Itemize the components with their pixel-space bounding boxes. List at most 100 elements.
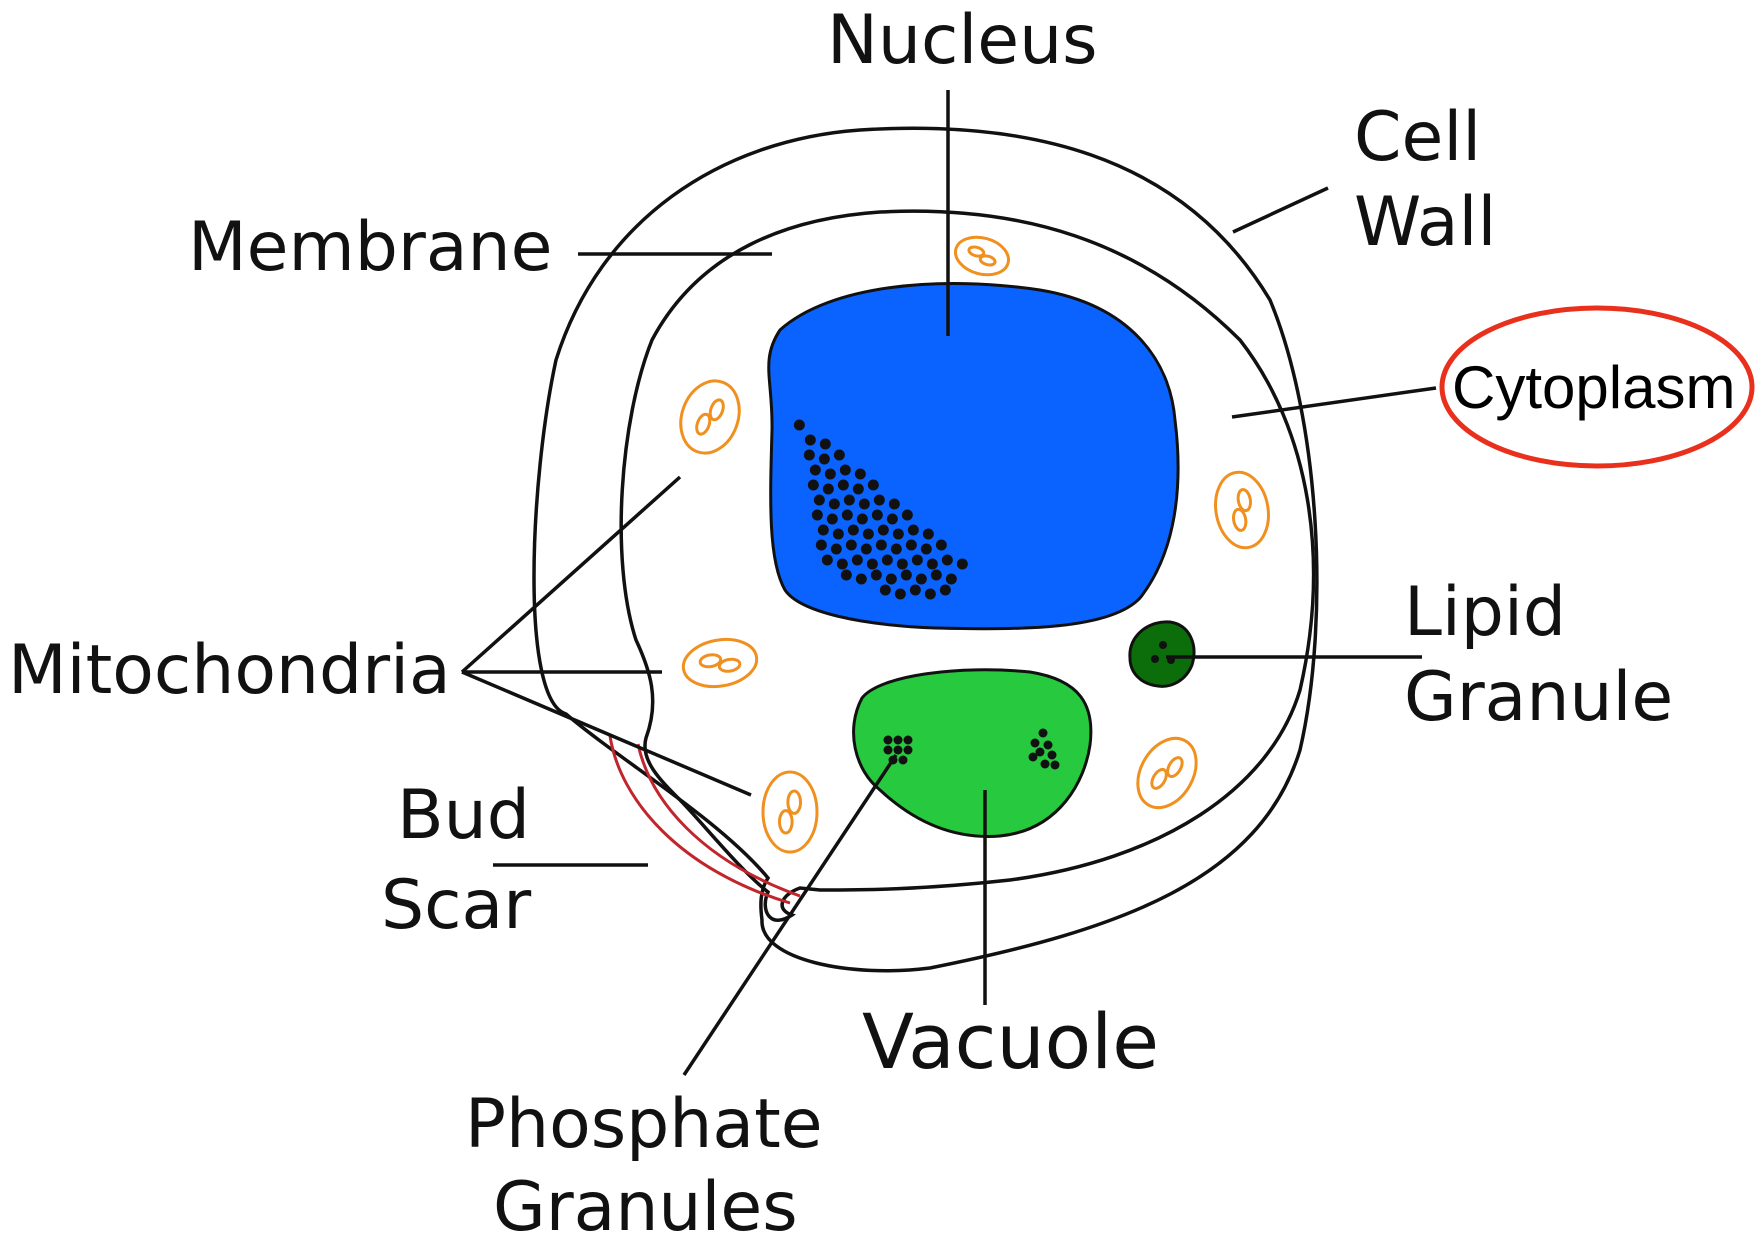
chromatin-dot: [836, 558, 848, 570]
chromatin-dot: [833, 449, 845, 461]
lipid-granule-label-line2: Granule: [1404, 658, 1673, 737]
chromatin-dot: [867, 479, 879, 491]
chromatin-dot: [890, 543, 902, 555]
lipid-granule-label-line1: Lipid: [1404, 573, 1566, 652]
mitochondria-group: [679, 235, 1270, 854]
cell-wall-label-line2: Wall: [1354, 183, 1496, 262]
chromatin-dot: [839, 464, 851, 476]
phosphate-granule-dot: [898, 755, 908, 765]
chromatin-dot: [824, 468, 836, 480]
phosphate-granules: [883, 728, 1060, 770]
chromatin-dot: [915, 573, 927, 585]
mitochondria-label: Mitochondria: [8, 631, 451, 710]
chromatin-dot: [875, 539, 887, 551]
phosphate-granule-dot: [1038, 728, 1048, 738]
bud-scar-label-line2: Scar: [381, 866, 531, 945]
chromatin-dot: [956, 558, 968, 570]
chromatin-dot: [809, 464, 821, 476]
mitochondrion: [679, 379, 741, 455]
chromatin-dot: [817, 524, 829, 536]
chromatin-dot: [837, 479, 849, 491]
chromatin-dot: [851, 554, 863, 566]
chromatin-dot: [922, 528, 934, 540]
chromatin-dot: [907, 524, 919, 536]
chromatin-dot: [888, 498, 900, 510]
lipid-granule: [1128, 620, 1196, 688]
chromatin-dot: [840, 569, 852, 581]
chromatin-dot: [909, 584, 921, 596]
phosphate-granule-dot: [1050, 760, 1060, 770]
nucleus-label: Nucleus: [827, 1, 1098, 80]
chromatin-dot: [926, 558, 938, 570]
chromatin-dot: [819, 438, 831, 450]
mitochondrion: [954, 235, 1010, 277]
chromatin-dot: [811, 509, 823, 521]
chromatin-dot: [935, 539, 947, 551]
chromatin-dot: [832, 528, 844, 540]
phosphate-granule-dot: [903, 745, 913, 755]
cell-wall: [532, 126, 1319, 973]
chromatin-dot: [862, 528, 874, 540]
cytoplasm-highlight-ellipse: [1439, 305, 1755, 469]
chromatin-dot: [886, 513, 898, 525]
chromatin-dot: [841, 509, 853, 521]
chromatin-dot: [901, 509, 913, 521]
nucleus: [767, 282, 1180, 631]
phosphate-granule-dot: [883, 745, 893, 755]
mitochondrion: [681, 637, 759, 689]
chromatin-dot: [941, 554, 953, 566]
chromatin-dot: [847, 524, 859, 536]
chromatin-dot: [803, 449, 815, 461]
mitochondrion: [1214, 470, 1270, 550]
chromatin-dot: [807, 479, 819, 491]
chromatin-dot: [896, 558, 908, 570]
chromatin-dot: [821, 554, 833, 566]
chromatin-dot: [793, 419, 805, 431]
chromatin-dot: [892, 528, 904, 540]
phosphate-granule-dot: [883, 735, 893, 745]
chromatin-dot: [900, 569, 912, 581]
membrane-label: Membrane: [188, 208, 552, 287]
phosphate-granule-dot: [1043, 740, 1053, 750]
phosphate-granule-dot: [1028, 752, 1038, 762]
chromatin-dot: [852, 483, 864, 495]
chromatin-dot: [830, 543, 842, 555]
vacuole: [852, 668, 1093, 838]
chromatin-dot: [822, 483, 834, 495]
phosphate-granule-dot: [903, 735, 913, 745]
chromatin-dot: [855, 573, 867, 585]
chromatin-dot: [858, 498, 870, 510]
phosphate-granule-dot: [1047, 750, 1057, 760]
chromatin-dot: [856, 513, 868, 525]
chromatin-dot: [905, 539, 917, 551]
cytoplasm-label: Cytoplasm: [1452, 354, 1735, 421]
leader-lines: [460, 90, 1437, 1076]
phosphate-granules-label-line2: Granules: [493, 1168, 798, 1246]
chromatin-dot: [813, 494, 825, 506]
chromatin-dot: [911, 554, 923, 566]
chromatin-dot: [873, 494, 885, 506]
chromatin-dot: [828, 498, 840, 510]
phosphate-granule-dot: [1035, 747, 1045, 757]
vacuole-label: Vacuole: [862, 997, 1159, 1086]
chromatin-dot: [871, 509, 883, 521]
chromatin-dot: [826, 513, 838, 525]
chromatin-dot: [866, 558, 878, 570]
chromatin-dot: [804, 434, 816, 446]
chromatin-dot: [920, 543, 932, 555]
chromatin-dot: [860, 543, 872, 555]
bud-scar-label-line1: Bud: [397, 776, 530, 855]
chromatin-dot: [879, 584, 891, 596]
phosphate-granule-dot: [893, 745, 903, 755]
phosphate-granule-dot: [1030, 738, 1040, 748]
mitochondrion: [1136, 736, 1198, 810]
chromatin-dot: [945, 573, 957, 585]
phosphate-granule-dot: [1040, 759, 1050, 769]
membrane: [619, 209, 1316, 922]
nucleus-chromatin: [793, 419, 968, 600]
chromatin-dot: [885, 573, 897, 585]
chromatin-dot: [843, 494, 855, 506]
chromatin-dot: [877, 524, 889, 536]
chromatin-dot: [818, 453, 830, 465]
